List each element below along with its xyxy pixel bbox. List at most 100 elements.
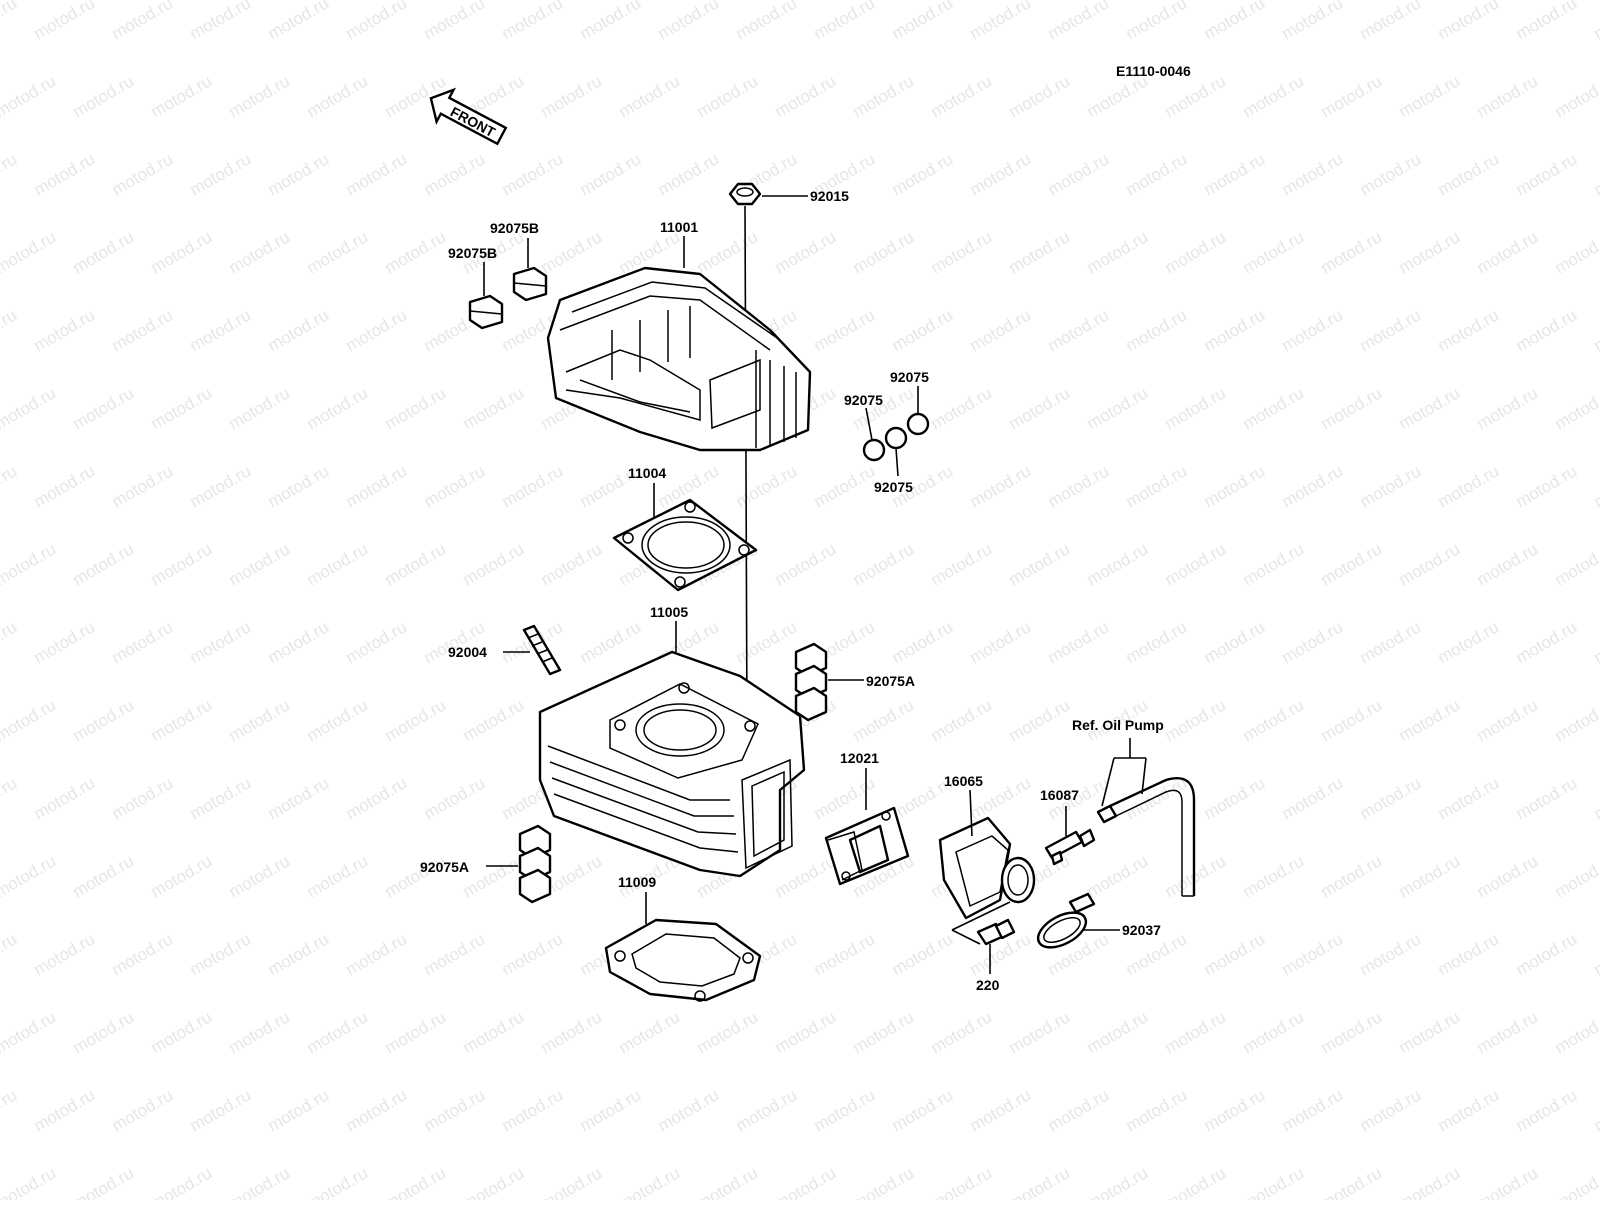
watermark-text: motod.ru	[382, 383, 450, 433]
label-ref-oil-pump: Ref. Oil Pump	[1072, 717, 1164, 733]
watermark-text: motod.ru	[109, 617, 177, 667]
watermark-text: motod.ru	[811, 0, 879, 43]
watermark-text: motod.ru	[811, 929, 879, 979]
watermark-text: motod.ru	[811, 305, 879, 355]
watermark-text: motod.ru	[70, 695, 138, 745]
watermark-text: motod.ru	[1513, 149, 1581, 199]
watermark-text: motod.ru	[265, 929, 333, 979]
watermark-text: motod.ru	[421, 929, 489, 979]
watermark-text: motod.ru	[1084, 851, 1152, 901]
label-92075B-upper: 92075B	[490, 220, 539, 236]
watermark-text: motod.ru	[1396, 851, 1464, 901]
watermark-text: motod.ru	[889, 305, 957, 355]
watermark-text: motod.ru	[1240, 1163, 1308, 1200]
watermark-text: motod.ru	[31, 617, 99, 667]
watermark-text: motod.ru	[1279, 617, 1347, 667]
watermark-text: motod.ru	[421, 0, 489, 43]
watermark-text: motod.ru	[1006, 695, 1074, 745]
watermark-text: motod.ru	[967, 1085, 1035, 1135]
watermark-text: motod.ru	[1123, 0, 1191, 43]
watermark-text: motod.ru	[616, 1163, 684, 1200]
watermark-text: motod.ru	[343, 929, 411, 979]
watermark-text: motod.ru	[655, 0, 723, 43]
watermark-text: motod.ru	[0, 305, 20, 355]
watermark-text: motod.ru	[772, 1163, 840, 1200]
watermark-text: motod.ru	[1357, 929, 1425, 979]
watermark-text: motod.ru	[1396, 539, 1464, 589]
watermark-text: motod.ru	[1513, 773, 1581, 823]
watermark-text: motod.ru	[70, 851, 138, 901]
watermark-text: motod.ru	[1435, 149, 1503, 199]
watermark-text: motod.ru	[0, 1085, 20, 1135]
watermark-text: motod.ru	[421, 1085, 489, 1135]
watermark-text: motod.ru	[187, 0, 255, 43]
watermark-text: motod.ru	[1045, 149, 1113, 199]
label-11004: 11004	[628, 465, 666, 481]
watermark-text: motod.ru	[1279, 1085, 1347, 1135]
watermark-text: motod.ru	[499, 461, 567, 511]
watermark-text: motod.ru	[31, 773, 99, 823]
watermark-text: motod.ru	[31, 149, 99, 199]
watermark-text: motod.ru	[109, 773, 177, 823]
watermark-text: motod.ru	[265, 773, 333, 823]
watermark-text: motod.ru	[1318, 1007, 1386, 1057]
watermark-text: motod.ru	[1318, 383, 1386, 433]
watermark-text: motod.ru	[265, 149, 333, 199]
watermark-text: motod.ru	[1357, 461, 1425, 511]
watermark-text: motod.ru	[850, 1163, 918, 1200]
watermark-text: motod.ru	[148, 1007, 216, 1057]
watermark-text: motod.ru	[694, 71, 762, 121]
watermark-text: motod.ru	[1240, 71, 1308, 121]
watermark-text: motod.ru	[1123, 149, 1191, 199]
watermark-text: motod.ru	[304, 695, 372, 745]
watermark-text: motod.ru	[1201, 0, 1269, 43]
watermark-text: motod.ru	[304, 1007, 372, 1057]
watermark-text: motod.ru	[1474, 227, 1542, 277]
watermark-text: motod.ru	[1279, 149, 1347, 199]
watermark-text: motod.ru	[850, 539, 918, 589]
watermark-text: motod.ru	[928, 383, 996, 433]
watermark-text: motod.ru	[1552, 1007, 1600, 1057]
watermark-text: motod.ru	[0, 1007, 59, 1057]
watermark-text: motod.ru	[1396, 695, 1464, 745]
label-16065: 16065	[944, 773, 983, 789]
watermark-text: motod.ru	[928, 539, 996, 589]
watermark-text: motod.ru	[1435, 929, 1503, 979]
watermark-text: motod.ru	[733, 461, 801, 511]
watermark-text: motod.ru	[1162, 1163, 1230, 1200]
label-11005: 11005	[650, 604, 688, 620]
watermark-text: motod.ru	[70, 1007, 138, 1057]
watermark-text: motod.ru	[1435, 617, 1503, 667]
label-92075A-left: 92075A	[420, 859, 469, 875]
label-11001: 11001	[660, 219, 698, 235]
watermark-text: motod.ru	[1357, 1085, 1425, 1135]
watermark-text: motod.ru	[1591, 929, 1600, 979]
watermark-text: motod.ru	[109, 461, 177, 511]
watermark-text: motod.ru	[0, 617, 20, 667]
watermark-text: motod.ru	[889, 149, 957, 199]
watermark-text: motod.ru	[1318, 539, 1386, 589]
watermark-text: motod.ru	[1279, 773, 1347, 823]
watermark-text: motod.ru	[1396, 227, 1464, 277]
watermark-text: motod.ru	[967, 617, 1035, 667]
watermark-text: motod.ru	[1045, 305, 1113, 355]
watermark-text: motod.ru	[460, 539, 528, 589]
watermark-text: motod.ru	[850, 695, 918, 745]
watermark-text: motod.ru	[1279, 461, 1347, 511]
watermark-text: motod.ru	[1513, 929, 1581, 979]
label-12021: 12021	[840, 750, 879, 766]
watermark-text: motod.ru	[343, 461, 411, 511]
watermark-text: motod.ru	[499, 0, 567, 43]
watermark-text: motod.ru	[1396, 71, 1464, 121]
watermark-text: motod.ru	[0, 149, 20, 199]
watermark-text: motod.ru	[1474, 383, 1542, 433]
watermark-text: motod.ru	[1123, 461, 1191, 511]
watermark-text: motod.ru	[382, 1163, 450, 1200]
watermark-text: motod.ru	[1318, 695, 1386, 745]
watermark-text: motod.ru	[1357, 773, 1425, 823]
diagram-code: E1110-0046	[1116, 63, 1191, 79]
watermark-text: motod.ru	[304, 71, 372, 121]
watermark-text: motod.ru	[850, 1007, 918, 1057]
watermark-text: motod.ru	[1591, 0, 1600, 43]
watermark-text: motod.ru	[421, 149, 489, 199]
